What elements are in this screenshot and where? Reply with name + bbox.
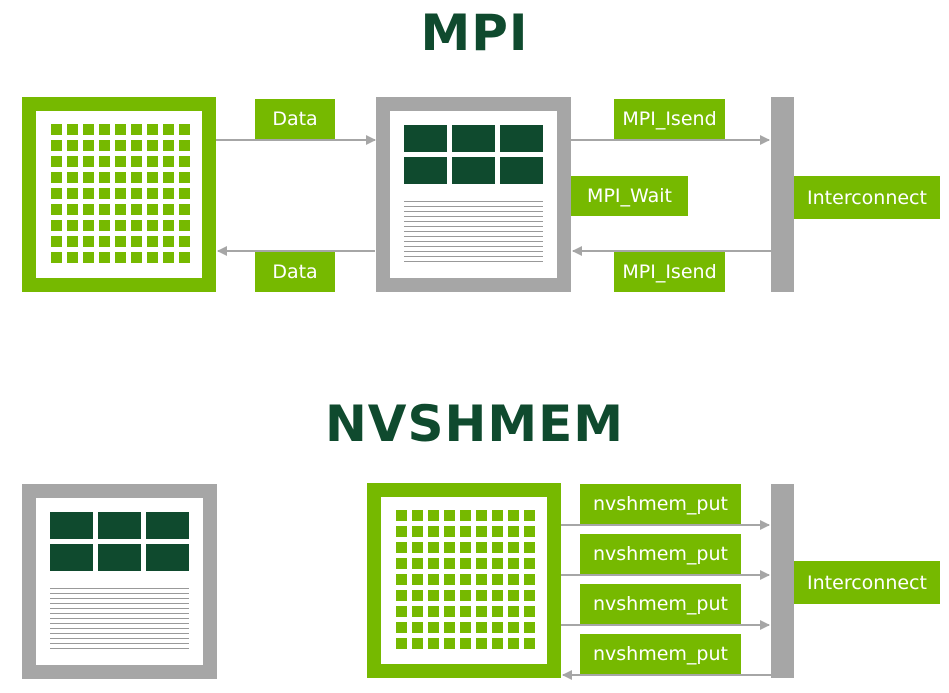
nvshmem-gpu-box xyxy=(367,483,561,678)
nvshmem-put-label-2: nvshmem_put xyxy=(580,534,741,574)
nvshmem-put-label-4: nvshmem_put xyxy=(580,634,741,674)
mpi-interconnect-label: Interconnect xyxy=(794,176,940,219)
cpu-memory-icon xyxy=(50,512,189,571)
mpi-interconnect-bar xyxy=(771,97,794,292)
mpi-data-bottom-label: Data xyxy=(255,252,335,292)
mpi-cpu-box xyxy=(376,97,571,292)
nvshmem-interconnect-label: Interconnect xyxy=(794,561,940,604)
nvshmem-cpu-box xyxy=(22,484,217,679)
nvshmem-put-label-1: nvshmem_put xyxy=(580,484,741,524)
nvshmem-title: NVSHMEM xyxy=(324,395,625,453)
gpu-grid-icon xyxy=(51,124,190,263)
mpi-isend-top-label: MPI_Isend xyxy=(614,99,725,139)
mpi-title: MPI xyxy=(420,4,529,62)
nvshmem-put-label-3: nvshmem_put xyxy=(580,584,741,624)
mpi-data-top-label: Data xyxy=(255,99,335,139)
nvshmem-interconnect-bar xyxy=(771,484,794,678)
cpu-memory-lines xyxy=(404,201,543,266)
cpu-memory-icon xyxy=(404,125,543,184)
mpi-isend-bottom-label: MPI_Isend xyxy=(614,252,725,292)
gpu-grid-icon xyxy=(396,510,535,649)
mpi-wait-label: MPI_Wait xyxy=(571,176,688,216)
mpi-gpu-box xyxy=(22,97,216,292)
cpu-memory-lines xyxy=(50,588,189,653)
